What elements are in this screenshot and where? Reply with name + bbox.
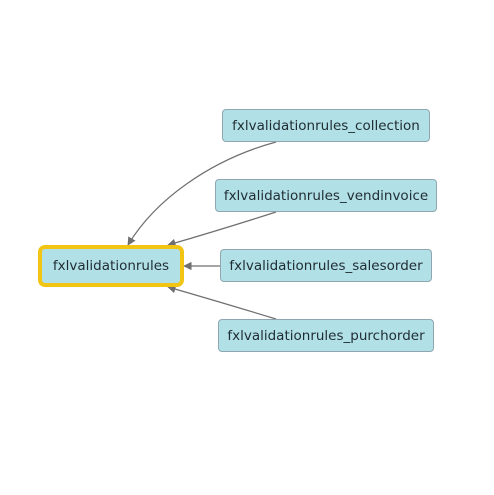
target-node[interactable]: fxlvalidationrules xyxy=(38,245,184,287)
dependent-node-label: fxlvalidationrules_purchorder xyxy=(227,327,425,344)
edge-vendinvoice-to-target xyxy=(167,211,277,247)
dependent-node-label: fxlvalidationrules_vendinvoice xyxy=(223,187,429,204)
dependent-node-collection[interactable]: fxlvalidationrules_collection xyxy=(222,109,430,142)
dependent-node-label: fxlvalidationrules_salesorder xyxy=(229,257,423,274)
target-node-label: fxlvalidationrules xyxy=(52,258,170,274)
dependent-node-vendinvoice[interactable]: fxlvalidationrules_vendinvoice xyxy=(215,179,437,212)
dependent-node-label: fxlvalidationrules_collection xyxy=(232,117,420,134)
dependent-node-salesorder[interactable]: fxlvalidationrules_salesorder xyxy=(220,249,432,282)
dependent-node-purchorder[interactable]: fxlvalidationrules_purchorder xyxy=(218,319,434,352)
edge-purchorder-to-target xyxy=(167,285,277,320)
